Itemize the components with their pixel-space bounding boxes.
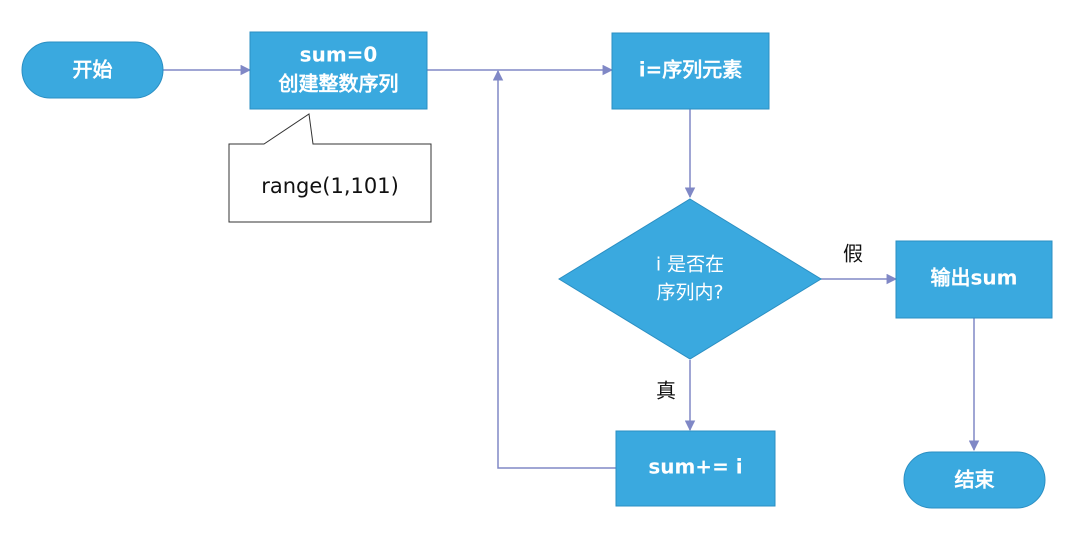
start-label: 开始 bbox=[73, 58, 113, 82]
range-note: range(1,101) bbox=[228, 113, 432, 223]
edge-loop-back bbox=[492, 69, 616, 469]
init-label-line2: 创建整数序列 bbox=[278, 72, 399, 96]
init-label-line1: sum=0 bbox=[300, 43, 378, 67]
output-label: 输出sum bbox=[931, 266, 1018, 290]
end-node: 结束 bbox=[903, 451, 1046, 509]
decision-node: i 是否在 序列内? bbox=[558, 198, 822, 360]
init-node: sum=0 创建整数序列 bbox=[249, 31, 428, 110]
range-note-text: range(1,101) bbox=[261, 174, 399, 198]
true-edge-label: 真 bbox=[656, 379, 676, 403]
connectors bbox=[163, 64, 980, 469]
assign-node: i=序列元素 bbox=[611, 32, 770, 110]
start-node: 开始 bbox=[21, 41, 164, 99]
assign-label: i=序列元素 bbox=[639, 58, 743, 82]
accumulate-node: sum+= i bbox=[615, 430, 776, 507]
decision-label-line2: 序列内? bbox=[656, 282, 723, 304]
output-node: 输出sum bbox=[895, 240, 1053, 319]
end-label: 结束 bbox=[955, 468, 996, 492]
decision-label-line1: i 是否在 bbox=[656, 254, 724, 276]
false-edge-label: 假 bbox=[843, 242, 863, 266]
accumulate-label: sum+= i bbox=[648, 455, 742, 479]
